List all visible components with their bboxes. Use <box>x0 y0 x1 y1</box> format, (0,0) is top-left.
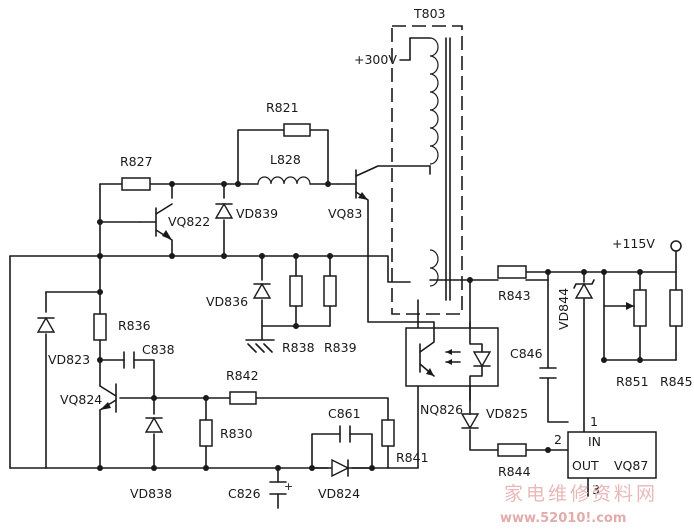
label-pin2: 2 <box>554 432 562 447</box>
resistor-r838 <box>289 275 303 307</box>
label-115v: +115V <box>612 236 655 251</box>
label-vd839: VD839 <box>236 206 278 221</box>
resistor-r827 <box>121 177 151 191</box>
capacitors <box>123 351 557 495</box>
terminal-115v <box>670 240 682 252</box>
label-nq826: NQ826 <box>420 402 463 417</box>
resistor-r851 <box>633 289 647 327</box>
label-r830: R830 <box>220 426 253 441</box>
label-c826: C826 <box>228 486 261 501</box>
resistor-r845 <box>669 289 683 327</box>
label-c846: C846 <box>510 346 543 361</box>
diode-vd824 <box>331 458 350 478</box>
inductor-l828 <box>257 176 311 185</box>
label-r836: R836 <box>118 318 151 333</box>
label-r827: R827 <box>120 154 153 169</box>
label-vd838: VD838 <box>130 486 172 501</box>
labels: T803 +300V R821 R827 L828 VQ822 VD839 VQ… <box>48 6 693 501</box>
label-l828: L828 <box>270 152 301 167</box>
watermark-cn-text: 家电维修资料网 <box>504 483 658 505</box>
diode-vd823 <box>36 316 56 333</box>
label-vq824: VQ824 <box>60 392 102 407</box>
resistors <box>93 123 683 457</box>
transformer-t803 <box>391 25 463 315</box>
resistor-r821 <box>283 123 311 137</box>
label-r843: R843 <box>498 288 531 303</box>
label-c861: C861 <box>328 406 361 421</box>
resistor-r841 <box>381 419 395 447</box>
label-r839: R839 <box>324 340 357 355</box>
wires <box>9 129 677 509</box>
diodes <box>36 202 595 478</box>
diode-vd839 <box>214 202 234 219</box>
resistor-r839 <box>323 275 337 307</box>
label-r851: R851 <box>616 374 649 389</box>
transistors <box>100 169 368 413</box>
resistor-r843 <box>497 265 527 279</box>
optocoupler-nq826 <box>405 321 499 401</box>
label-vq822: VQ822 <box>168 214 210 229</box>
diode-vd836 <box>252 282 272 299</box>
resistor-r836 <box>93 313 107 341</box>
resistor-r830 <box>199 419 213 447</box>
label-r845: R845 <box>660 374 693 389</box>
label-c826-plus: + <box>284 480 293 493</box>
label-r844: R844 <box>498 464 531 479</box>
junction-dots <box>97 181 643 471</box>
diode-vd838 <box>144 416 164 433</box>
label-pin1: 1 <box>590 414 598 429</box>
label-r841: R841 <box>396 450 429 465</box>
label-300v: +300V <box>354 52 397 67</box>
label-vd824: VD824 <box>318 486 360 501</box>
label-pin3: 3 <box>592 482 600 497</box>
label-vd823: VD823 <box>48 352 90 367</box>
label-vd825: VD825 <box>486 406 528 421</box>
regulator-vq87 <box>567 431 657 479</box>
diode-vd825 <box>460 413 480 430</box>
label-t803: T803 <box>413 6 446 21</box>
resistor-r842 <box>229 391 257 405</box>
label-vq83: VQ83 <box>328 206 362 221</box>
label-vd836: VD836 <box>206 294 248 309</box>
label-vd844: VD844 <box>556 288 571 330</box>
diode-vd844 <box>574 282 594 299</box>
label-r842: R842 <box>226 368 259 383</box>
watermark-url-text: www.52010!.com <box>500 511 626 526</box>
label-r838: R838 <box>282 340 315 355</box>
resistor-r844 <box>497 443 527 457</box>
label-c838: C838 <box>142 342 175 357</box>
label-r821: R821 <box>266 100 299 115</box>
label-in: IN <box>588 434 601 449</box>
label-vq87: VQ87 <box>614 458 648 473</box>
label-out: OUT <box>572 458 599 473</box>
watermark: 家电维修资料网 www.52010!.com <box>500 483 658 526</box>
